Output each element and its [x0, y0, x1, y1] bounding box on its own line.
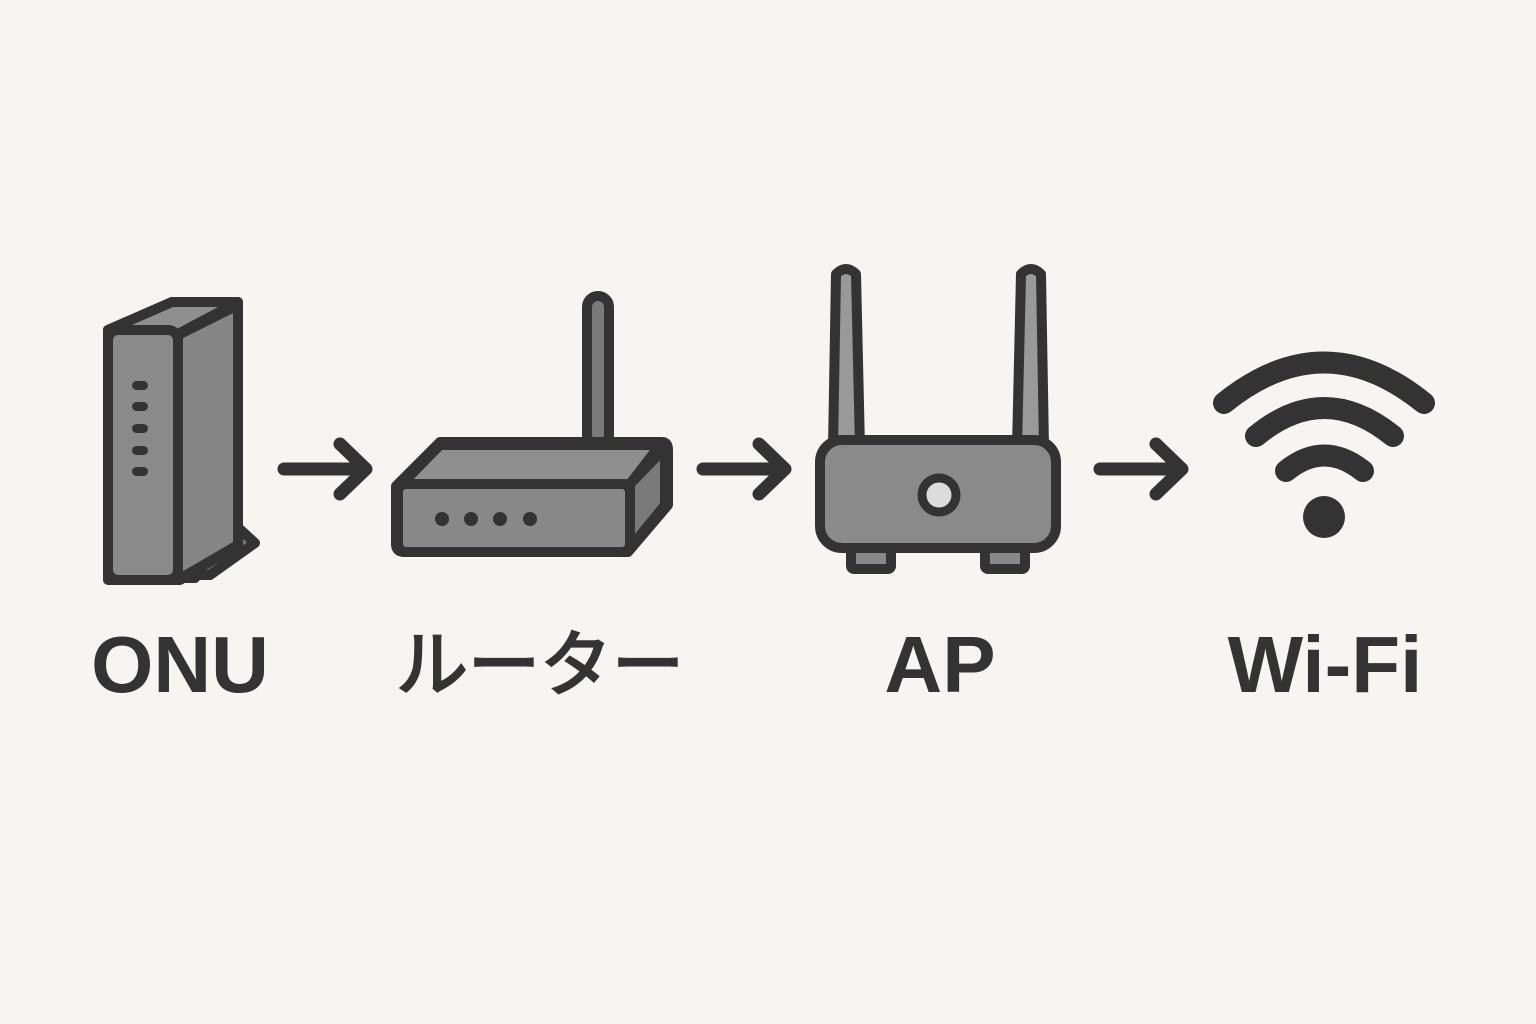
- label-wifi: Wi-Fi: [1227, 620, 1423, 709]
- access-point-icon: [815, 264, 1061, 574]
- wifi-dot: [1303, 496, 1345, 538]
- router-status-leds: [435, 512, 537, 526]
- label-router: ルーター: [395, 623, 684, 707]
- label-ap: AP: [884, 620, 996, 709]
- onu-device-icon: [103, 297, 260, 585]
- arrow-ap-to-wifi: [1093, 437, 1189, 501]
- router-icon: [391, 291, 673, 557]
- label-onu: ONU: [91, 620, 269, 709]
- arrow-onu-to-router: [277, 437, 373, 501]
- arrow-router-to-ap: [696, 437, 792, 501]
- onu-status-leds: [132, 381, 148, 476]
- wifi-icon: [1213, 351, 1435, 482]
